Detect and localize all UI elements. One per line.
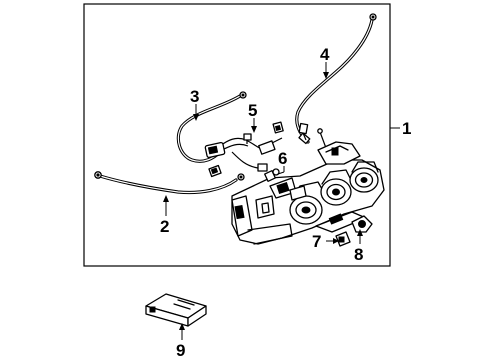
callout-5: 5 bbox=[248, 101, 257, 120]
callout-4: 4 bbox=[320, 45, 330, 64]
clip-top-right bbox=[298, 122, 309, 141]
cable-2 bbox=[94, 171, 245, 195]
cable-3 bbox=[176, 91, 247, 163]
part-7-clip bbox=[335, 231, 351, 247]
part-9-module bbox=[145, 293, 207, 327]
clip-top bbox=[272, 121, 284, 134]
part-8-socket bbox=[351, 215, 373, 233]
callout-2: 2 bbox=[160, 217, 169, 236]
clip-mid bbox=[208, 164, 222, 178]
callout-8: 8 bbox=[354, 245, 363, 264]
callout-3: 3 bbox=[190, 87, 199, 106]
callout-9: 9 bbox=[176, 341, 185, 360]
part-6-bulb bbox=[264, 168, 280, 182]
assembly-frame bbox=[83, 3, 391, 267]
callout-6: 6 bbox=[278, 149, 287, 168]
harness-5 bbox=[204, 133, 283, 172]
callout-1: 1 bbox=[402, 119, 411, 138]
cable-4 bbox=[295, 13, 377, 149]
callout-7: 7 bbox=[312, 232, 321, 251]
